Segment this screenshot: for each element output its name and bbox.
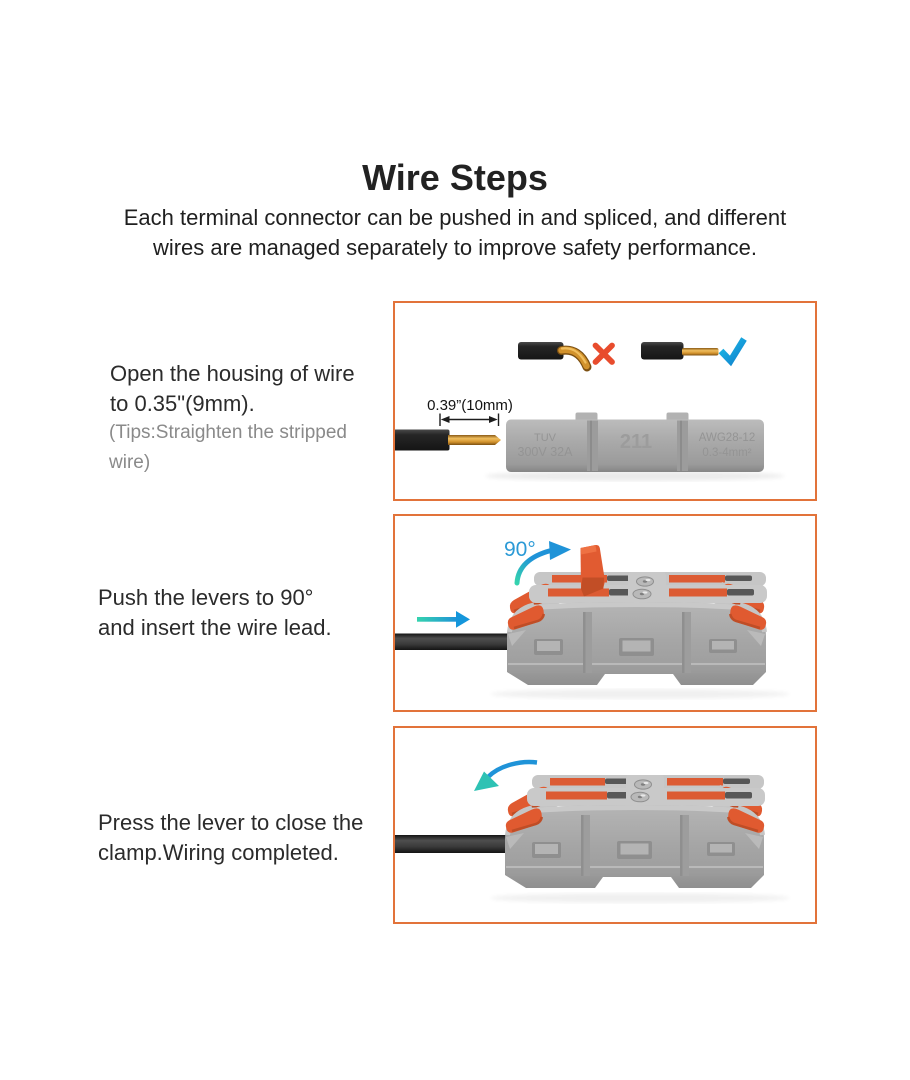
svg-text:0.39”(10mm): 0.39”(10mm) [427,397,513,414]
svg-text:TUV: TUV [534,432,557,444]
svg-text:0.3-4mm²: 0.3-4mm² [702,447,751,459]
svg-text:90°: 90° [504,538,536,561]
svg-text:AWG28-12: AWG28-12 [699,432,755,444]
svg-text:300V 32A: 300V 32A [518,445,574,459]
svg-text:211: 211 [620,431,652,453]
